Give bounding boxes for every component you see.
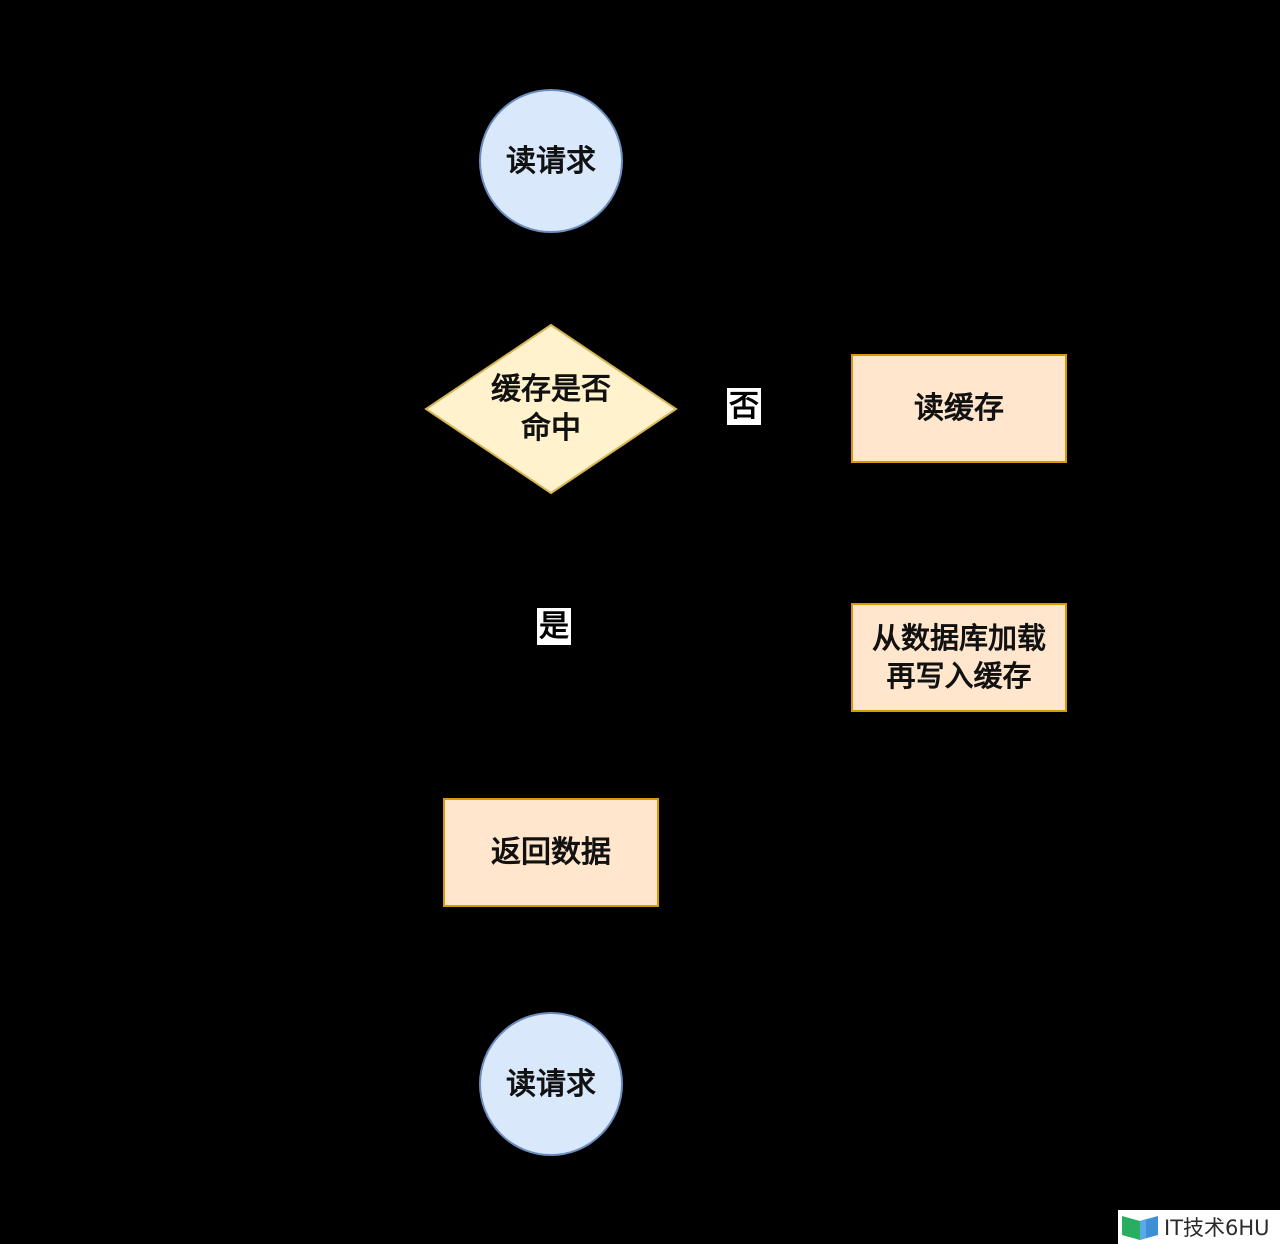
decision-node-shape	[424, 323, 678, 495]
book-logo-icon	[1122, 1216, 1158, 1240]
edge-label-yes: 是	[537, 608, 571, 645]
end-node-shape	[479, 1012, 623, 1156]
start-node-label: 读请求	[506, 143, 596, 179]
read-cache-node-label: 读缓存	[914, 391, 1004, 426]
load-db-node-label: 从数据库加载 再写入缓存	[871, 620, 1046, 693]
decision-node-label: 缓存是否 命中	[491, 372, 611, 446]
edge-label-no: 否	[727, 388, 761, 425]
watermark-text: IT技术6HU	[1164, 1216, 1270, 1240]
read-cache-node-shape	[851, 354, 1067, 463]
end-node-label: 读请求	[506, 1066, 596, 1102]
return-data-node-label: 返回数据	[491, 835, 611, 870]
start-node-shape	[479, 89, 623, 233]
watermark: IT技术6HU	[1118, 1210, 1280, 1244]
load-db-node-shape	[851, 603, 1067, 712]
return-data-node-shape	[443, 798, 659, 907]
